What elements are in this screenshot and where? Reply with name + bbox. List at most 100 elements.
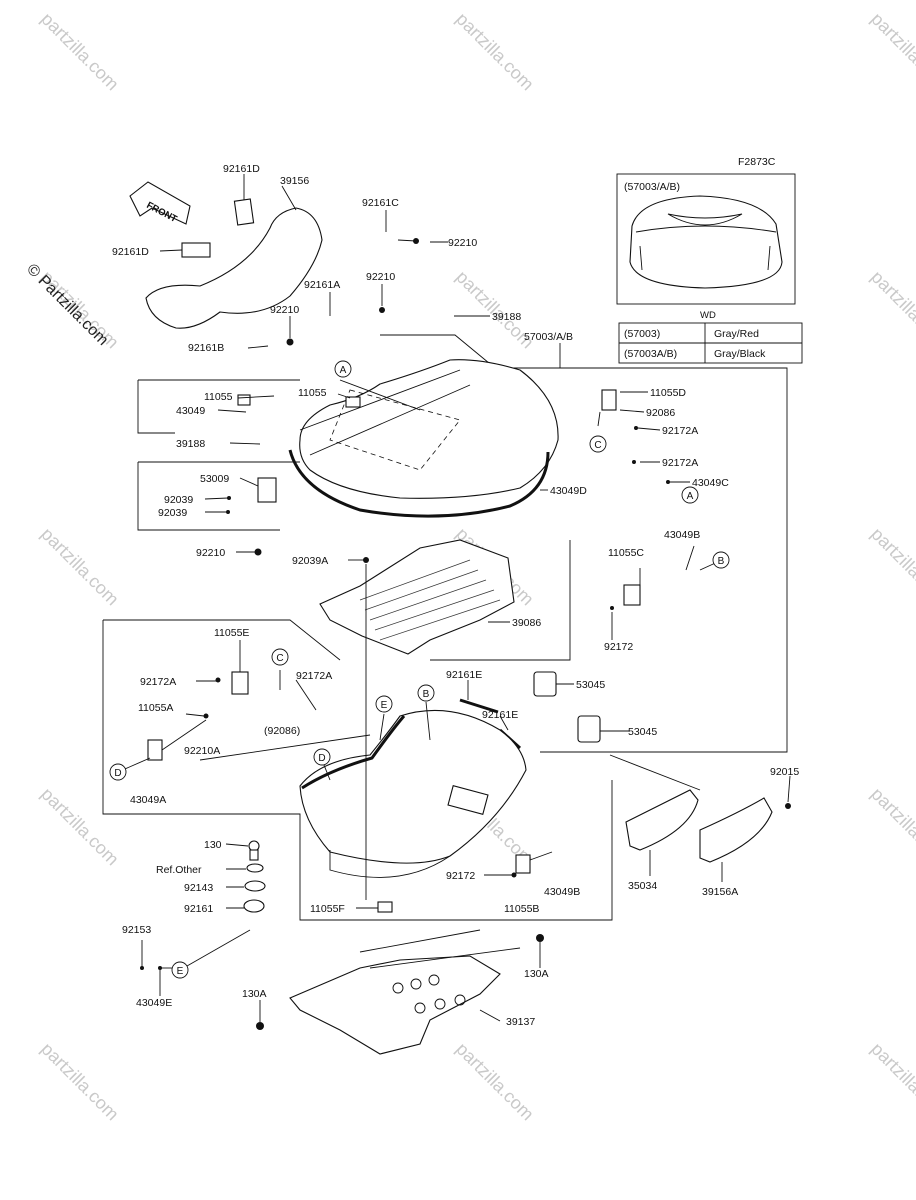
carrier-39137: [289, 955, 501, 1055]
side-watermark: © Partzilla.com: [23, 261, 111, 349]
watermark: partzilla.com: [452, 9, 538, 95]
callout-c: C: [271, 648, 289, 666]
part-label: 43049B: [544, 886, 580, 898]
svg-text:E: E: [381, 700, 388, 711]
part-label: 53045: [628, 726, 657, 738]
part-label: 92161E: [446, 669, 482, 681]
carrier-holes: [392, 974, 466, 1014]
part-label: 39188: [492, 311, 521, 323]
part-label: 92172A: [140, 676, 176, 688]
part-label: 92172A: [296, 670, 332, 682]
bracket-11055F: [377, 901, 393, 913]
part-label: 92039: [158, 507, 187, 519]
callout-b: B: [417, 684, 435, 702]
case-plate: [447, 785, 489, 815]
part-label: 92161: [184, 903, 213, 915]
part-label: 39137: [506, 1016, 535, 1028]
svg-text:A: A: [340, 365, 347, 376]
svg-text:A: A: [687, 491, 694, 502]
bracket-11055A: [147, 739, 163, 761]
hinge-53009: [257, 477, 277, 503]
color-table: WD (57003) Gray/Red (57003A/B) Gray/Blac…: [618, 310, 803, 364]
front-arrow: FRONT: [129, 181, 191, 225]
watermark: partzilla.com: [867, 9, 916, 95]
callout-d: D: [313, 748, 331, 766]
watermark: partzilla.com: [867, 1039, 916, 1125]
part-label: 39188: [176, 438, 205, 450]
part-label: 11055E: [214, 627, 249, 639]
part-label: 92086: [646, 407, 675, 419]
callout-b: B: [712, 551, 730, 569]
top-case-seam-icon: [635, 225, 777, 233]
part-label: 92210: [196, 547, 225, 559]
part-label: 130: [204, 839, 222, 851]
bracket-11055D: [601, 389, 617, 411]
inset-frame: [616, 173, 796, 305]
part-label: 92161A: [304, 279, 340, 291]
bracket-11055: [237, 394, 251, 406]
part-label: 92161C: [362, 197, 399, 209]
bracket-11055B: [515, 854, 531, 874]
part-label: 43049E: [136, 997, 172, 1009]
part-label: 92172: [446, 870, 475, 882]
lid-57003: [299, 359, 559, 499]
svg-text:C: C: [594, 440, 601, 451]
bracket-11055C: [623, 584, 641, 606]
part-label: 53045: [576, 679, 605, 691]
part-label: 92210: [270, 304, 299, 316]
panel-39156A: [699, 797, 773, 863]
callout-c: C: [589, 435, 607, 453]
svg-text:C: C: [276, 653, 283, 664]
part-label: 92172A: [662, 457, 698, 469]
inset-box: (57003/A/B): [616, 173, 796, 305]
part-label: Ref.Other: [156, 864, 202, 876]
bracket-11055-mid: [345, 396, 361, 408]
wing-emblem-icon: [667, 213, 743, 226]
top-case-icon: [629, 195, 783, 289]
part-label: 43049A: [130, 794, 166, 806]
watermark: partzilla.com: [37, 524, 123, 610]
part-label: 92172A: [662, 425, 698, 437]
part-label: 92172: [604, 641, 633, 653]
bolt-stack-130: [243, 840, 266, 913]
color-table-part: (57003): [624, 328, 660, 340]
watermark: partzilla.com: [452, 1039, 538, 1125]
callout-d: D: [109, 763, 127, 781]
svg-text:D: D: [114, 768, 121, 779]
part-label: 39156A: [702, 886, 738, 898]
callout-e: E: [375, 695, 393, 713]
svg-text:D: D: [318, 753, 325, 764]
watermark: partzilla.com: [37, 9, 123, 95]
svg-text:B: B: [718, 556, 725, 567]
part-label: 11055: [204, 391, 233, 403]
part-label: 11055D: [650, 387, 686, 399]
part-label: 92161D: [112, 246, 149, 258]
inner-tray-39086: [319, 539, 515, 655]
color-table-color: Gray/Red: [714, 328, 759, 340]
callout-a: A: [681, 486, 699, 504]
watermark: partzilla.com: [867, 524, 916, 610]
lid-seal-43049D: [288, 449, 550, 518]
part-label: 92161E: [482, 709, 518, 721]
part-label: 92210A: [184, 745, 220, 757]
pad-92161D-left: [181, 242, 211, 258]
part-label: 130A: [242, 988, 267, 1000]
part-label: 11055B: [504, 903, 539, 915]
strip-92161E: [459, 698, 499, 714]
svg-text:B: B: [423, 689, 430, 700]
leader-lines: [117, 174, 791, 1022]
callouts: A C A B C B E D D E: [109, 360, 730, 979]
part-label: 92143: [184, 882, 213, 894]
part-label: 92210: [448, 237, 477, 249]
assembly-frames: [102, 334, 788, 921]
part-label: 130A: [524, 968, 549, 980]
figure-code: F2873C: [738, 156, 776, 168]
part-label: 43049B: [664, 529, 700, 541]
inset-model-label: (57003/A/B): [624, 181, 680, 193]
part-label: 11055F: [310, 903, 345, 915]
pad-92161D: [233, 198, 255, 226]
watermark: partzilla.com: [37, 784, 123, 870]
watermark: partzilla.com: [867, 267, 916, 353]
bracket-11055E: [231, 671, 249, 695]
